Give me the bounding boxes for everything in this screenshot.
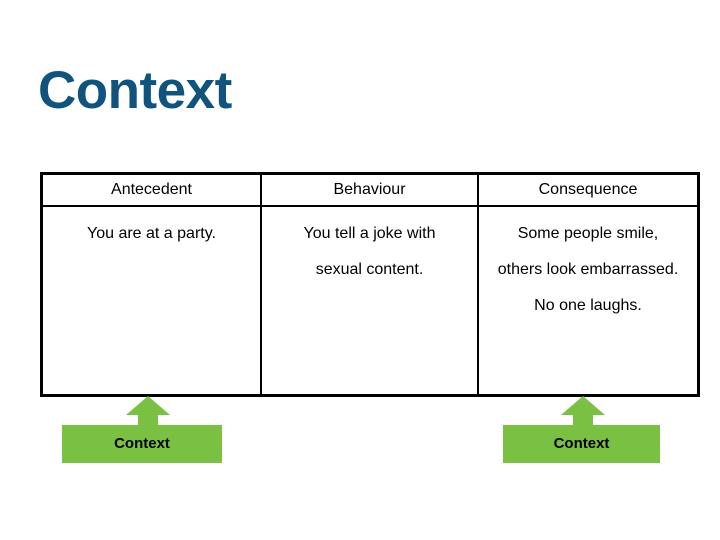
context-label-right: Context (503, 425, 660, 463)
up-arrow-icon (561, 396, 605, 428)
table-row: You are at a party. You tell a joke with… (42, 206, 699, 396)
abc-table: Antecedent Behaviour Consequence You are… (40, 172, 700, 397)
page-title: Context (38, 61, 232, 120)
table-header-row: Antecedent Behaviour Consequence (41, 173, 699, 207)
cell-consequence: Some people smile, others look embarrass… (477, 206, 699, 396)
column-header-behaviour: Behaviour (260, 173, 478, 207)
cell-line: No one laughs. (534, 297, 642, 314)
context-label-left: Context (62, 425, 222, 463)
cell-line: You are at a party. (87, 225, 216, 242)
column-header-consequence: Consequence (477, 173, 699, 207)
cell-behaviour: You tell a joke with sexual content. (260, 206, 478, 396)
cell-antecedent: You are at a party. (42, 206, 262, 396)
column-header-antecedent: Antecedent (41, 173, 261, 207)
up-arrow-icon (126, 396, 170, 428)
cell-line: You tell a joke with (303, 225, 436, 242)
cell-line: sexual content. (315, 261, 424, 278)
cell-line: Some people smile, (517, 225, 659, 242)
cell-line: others look embarrassed. (497, 261, 679, 278)
